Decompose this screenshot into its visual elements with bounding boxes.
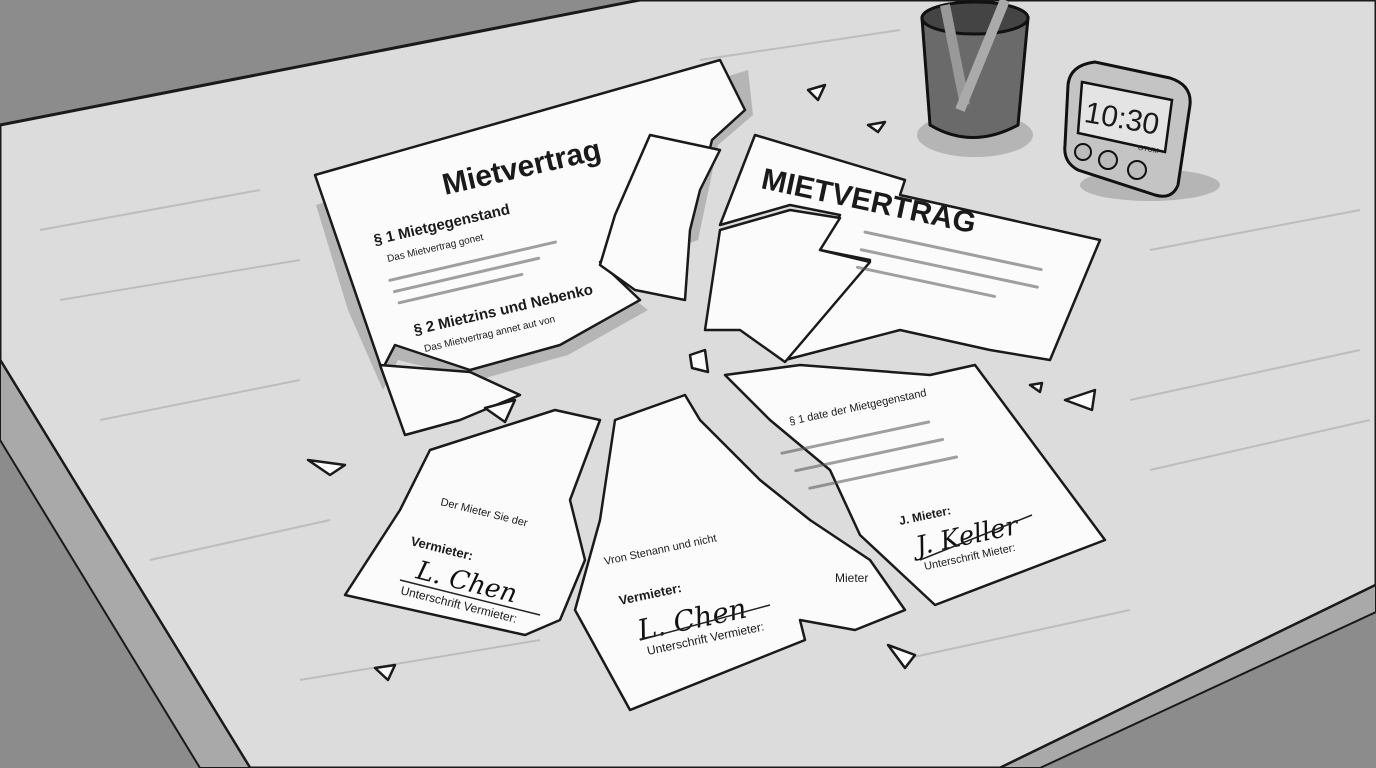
desk-edge-right — [999, 583, 1376, 768]
wood-grain — [39, 29, 1371, 681]
pen-holder — [917, 0, 1033, 157]
paper-piece-bottom-center: Vron Stenann und nicht Vermieter: L. Che… — [573, 393, 907, 712]
paper-piece-right-top: MIETVERTRAG — [703, 133, 1102, 364]
desk-edge-left — [0, 358, 252, 768]
clock-button — [1127, 160, 1147, 180]
paper-fragment — [598, 133, 722, 302]
clock-button — [1098, 150, 1118, 170]
clock-button — [1074, 143, 1092, 161]
paper-scraps — [306, 83, 1097, 682]
paper-piece-bottom-left: Der Mieter Sie der Vermieter: L. Chen Un… — [343, 408, 602, 637]
mieter-tag: Mieter — [835, 571, 868, 585]
paper-piece-left-top: Mietvertrag § 1 Mietgegenstand Das Mietv… — [313, 58, 753, 390]
clock-unit: GTUM — [1137, 145, 1159, 156]
digital-clock: 10:30 GTUM — [1063, 60, 1220, 201]
paper-piece-bottom-right: § 1 date der Mietgegenstand J. Mieter: J… — [723, 363, 1107, 607]
